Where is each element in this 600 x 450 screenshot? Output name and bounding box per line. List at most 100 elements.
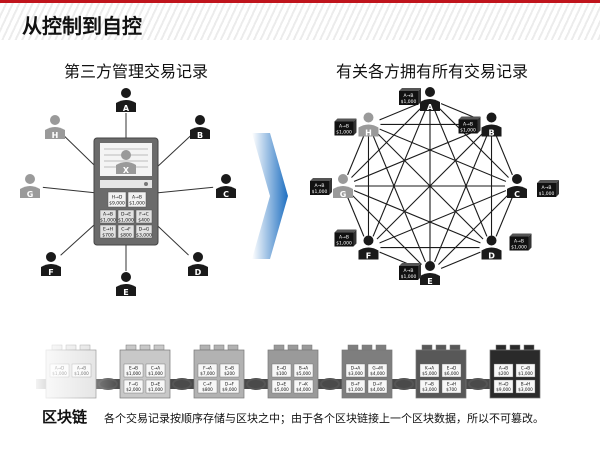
block-entry-box xyxy=(441,379,462,394)
centralized-ledger-diagram: XH→D$9,000A→B$1,000A→B$1,000D→E$1,000F→C… xyxy=(17,87,239,297)
block-entry: D→E$1,000 xyxy=(145,379,166,394)
block-entry-box xyxy=(123,363,144,378)
block-stud xyxy=(421,344,433,351)
block-entry: B→H$3,000 xyxy=(515,379,536,394)
peer-ledger-cube: A→B$1,000 xyxy=(458,116,481,134)
ledger-cube-front xyxy=(334,121,354,136)
ledger-entry-line1: F→C xyxy=(139,212,149,218)
ledger-entry-line2: $3,000 xyxy=(136,233,152,239)
person-label: E xyxy=(123,288,128,297)
participant-g: G xyxy=(20,174,40,199)
block-entry: H→D$9,000 xyxy=(493,379,514,394)
block-entry-line2: $1,000 xyxy=(348,387,363,392)
block-entry: B→F$1,000 xyxy=(345,379,366,394)
person-head-icon xyxy=(512,174,522,184)
block-entry-line2: $3,000 xyxy=(518,387,533,392)
ledger-entry-line1: D→E xyxy=(121,212,131,218)
block-entry-box xyxy=(293,363,314,378)
ledger-cube-front xyxy=(310,181,329,195)
ledger-cube-side xyxy=(418,263,421,280)
person-body-icon xyxy=(481,247,502,260)
ledger-cube-line2: $1,000 xyxy=(401,99,417,105)
ledger-cube-line1: A→B xyxy=(339,235,349,241)
ledger-entry-line1: A→B xyxy=(132,195,142,201)
block-entry-line2: $2,000 xyxy=(126,387,141,392)
ledger-entry-box xyxy=(135,209,153,224)
person-body-icon xyxy=(420,99,440,111)
block-stud xyxy=(301,344,313,351)
ledger-entry-line2: $700 xyxy=(102,233,114,239)
chain-fade-overlay xyxy=(30,335,120,405)
block-entry-line2: $700 xyxy=(446,387,457,392)
participant-f: F xyxy=(41,252,61,277)
ledger-cube-top xyxy=(458,116,481,120)
ledger-cube-front xyxy=(399,266,418,280)
peer-d: D xyxy=(481,235,502,261)
ledger-search-icon xyxy=(144,182,148,186)
person-head-icon xyxy=(221,174,231,184)
person-head-icon xyxy=(363,235,374,246)
block-entry-line2: $4,000 xyxy=(296,387,311,392)
block-entry-line1: F→A xyxy=(203,366,212,371)
ledger-cube-side xyxy=(329,178,332,195)
ledger-cube-line2: $1,000 xyxy=(539,191,555,197)
left-diagram-heading: 第三方管理交易记录 xyxy=(64,62,209,81)
block-entry-box xyxy=(293,379,314,394)
block-entry-box xyxy=(219,363,240,378)
block-entry-line1: E→H xyxy=(447,382,456,387)
ledger-entry-box xyxy=(107,191,127,208)
person-body-icon xyxy=(507,186,527,198)
block-entry: K→A$5,000 xyxy=(419,363,440,378)
person-label: C xyxy=(223,190,229,199)
participant-a: A xyxy=(116,88,136,113)
block-entry-line1: B→F xyxy=(351,382,360,387)
block-entry-line2: $1,000 xyxy=(126,371,141,376)
header-accent-bar xyxy=(0,0,600,3)
block-entry-line1: K→A xyxy=(425,366,434,371)
block-entry: E→H$700 xyxy=(441,379,462,394)
block-entry-line2: $9,000 xyxy=(496,387,511,392)
person-label: B xyxy=(197,131,203,140)
block-entry-box xyxy=(197,363,218,378)
peer-connection-line xyxy=(429,124,493,274)
ledger-entry-line1: C→F xyxy=(121,227,131,233)
ledger-entry-line2: $400 xyxy=(138,218,150,224)
ledger-entry: H→D$9,000 xyxy=(107,191,127,208)
header-stripes xyxy=(0,0,600,40)
ledger-entry-line2: $800 xyxy=(120,233,132,239)
peer-connection-line xyxy=(368,123,518,187)
block-entry-box xyxy=(441,363,462,378)
peer-b: B xyxy=(481,112,502,137)
person-label: A xyxy=(427,103,434,112)
peer-ledger-cube: A→B$1,000 xyxy=(509,233,532,251)
block-stud xyxy=(449,344,461,351)
block-entry-box xyxy=(271,379,292,394)
person-head-icon xyxy=(121,272,131,282)
person-label: D xyxy=(195,268,202,277)
person-head-icon xyxy=(425,87,435,97)
person-label: H xyxy=(52,131,59,140)
ledger-cube-front xyxy=(509,236,529,251)
block-entry-line1: D→Y xyxy=(373,382,383,387)
block-stud xyxy=(125,344,137,351)
block-entry: B→A$5,000 xyxy=(293,363,314,378)
peer-connection-line xyxy=(342,185,492,249)
block-stud xyxy=(375,344,387,351)
chain-link-icon xyxy=(394,378,414,390)
block-entry-line2: $6,000 xyxy=(444,371,459,376)
ledger-cube-side xyxy=(353,118,357,136)
block-entry: C→B$1,000 xyxy=(515,363,536,378)
chain-link-icon xyxy=(468,378,488,390)
person-head-icon xyxy=(121,88,131,98)
person-body-icon xyxy=(41,264,61,276)
ledger-cube-front xyxy=(537,183,556,197)
ledger-cube-line2: $1,000 xyxy=(401,274,417,280)
block-entry-box xyxy=(197,379,218,394)
peer-connection-line xyxy=(342,123,492,187)
peer-connection-line xyxy=(367,98,431,248)
participant-h: H xyxy=(45,115,65,140)
person-label: C xyxy=(514,190,520,199)
person-label: B xyxy=(488,128,494,137)
ledger-entry-line1: D→G xyxy=(139,227,150,233)
ledger-cube-line2: $1,000 xyxy=(336,129,352,135)
